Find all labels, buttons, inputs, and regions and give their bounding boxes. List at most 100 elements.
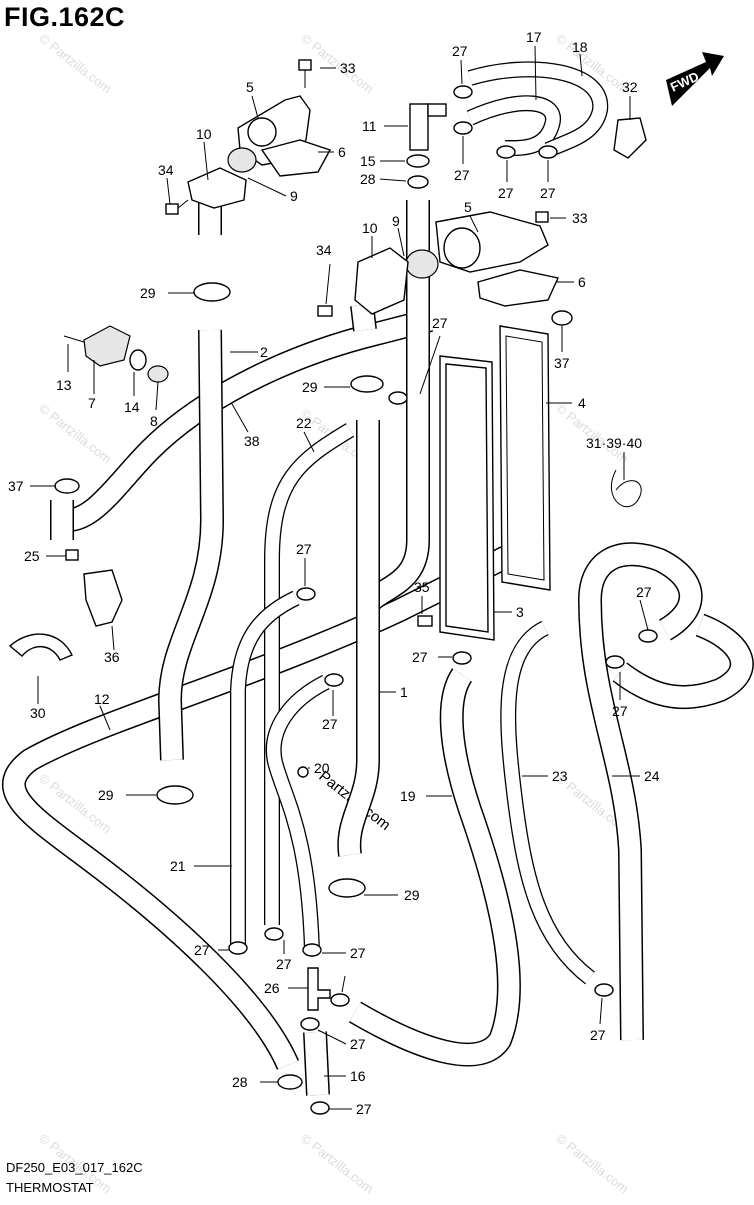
callout: 37 [8, 478, 24, 494]
watermark: © Partzilla.com [36, 401, 114, 467]
clamp-27 [453, 121, 473, 135]
callout: 27 [540, 185, 556, 201]
thermostat-upper [227, 147, 257, 173]
clamp-37 [551, 310, 573, 326]
joint-26 [307, 967, 331, 1011]
callout: 11 [362, 118, 377, 134]
callout: 27 [432, 315, 448, 331]
callout: 27 [498, 185, 514, 201]
bolt-35 [417, 615, 433, 627]
callout: 24 [644, 768, 660, 784]
callout: 32 [622, 79, 638, 95]
watermarks: © Partzilla.com © Partzilla.com © Partzi… [36, 31, 631, 1197]
o-ring-14 [129, 349, 147, 371]
part-8 [147, 365, 169, 383]
callout: 27 [452, 43, 468, 59]
callout: 27 [412, 649, 428, 665]
callout: 19 [400, 788, 416, 804]
callout: 27 [296, 541, 312, 557]
callout: 18 [572, 39, 588, 55]
callout: 27 [194, 942, 210, 958]
clip-30 [8, 633, 73, 661]
callout: 16 [350, 1068, 366, 1084]
callout: 33 [340, 60, 356, 76]
gasket-lower [477, 269, 559, 307]
clamp-27 [228, 941, 248, 955]
watermark: © Partzilla.com [553, 401, 631, 467]
callout: 6 [578, 274, 586, 290]
callout: 10 [362, 220, 378, 236]
thermostat-housing-lower [354, 247, 409, 315]
clamp-27 [324, 673, 344, 687]
clamp-37 [54, 478, 80, 494]
figure-title: FIG.162C [4, 2, 126, 32]
clamp-27 [302, 943, 322, 957]
callout: 27 [356, 1101, 372, 1117]
watermark: © Partzilla.com [553, 1131, 631, 1197]
clamp-27 [310, 1101, 330, 1115]
callout: 5 [464, 199, 472, 215]
parts [8, 59, 647, 1011]
clamp-27 [296, 587, 316, 601]
callout: 7 [88, 395, 96, 411]
bolt-33-lower [535, 211, 549, 223]
callout: 12 [94, 691, 110, 707]
callout: 37 [554, 355, 570, 371]
callout: 30 [30, 705, 46, 721]
clamp-27 [538, 145, 558, 159]
clamp-29 [350, 375, 384, 393]
clamp-29 [156, 785, 194, 805]
callout: 22 [296, 415, 312, 431]
callout: 27 [350, 945, 366, 961]
clamp-27 [594, 983, 614, 997]
clamp-27 [453, 85, 473, 99]
part-7 [83, 325, 131, 367]
forward-arrow-icon: FWD [666, 52, 724, 106]
callout: 17 [526, 29, 542, 45]
callout: 38 [244, 433, 260, 449]
washer-15 [406, 154, 430, 168]
clamp-28 [277, 1074, 303, 1090]
bracket-36 [83, 569, 123, 627]
clamps [54, 85, 658, 1115]
callout: 14 [124, 399, 140, 415]
callout: 27 [590, 1027, 606, 1043]
clamp-29 [328, 878, 366, 898]
clamp-27 [638, 629, 658, 643]
callout: 27 [350, 1036, 366, 1052]
callout: 23 [552, 768, 568, 784]
callout: 29 [98, 787, 114, 803]
figure-code: DF250_E03_017_162C [6, 1160, 143, 1175]
callout: 15 [360, 153, 376, 169]
callout: 29 [140, 285, 156, 301]
clamp-27 [605, 655, 625, 669]
clip-31 [610, 469, 642, 508]
callout: 1 [400, 684, 408, 700]
callout: 27 [454, 167, 470, 183]
callout: 6 [338, 144, 346, 160]
callout: 29 [404, 887, 420, 903]
gasket-upper [260, 139, 332, 177]
clip-32 [613, 117, 647, 159]
callout: 10 [196, 126, 212, 142]
callout: 9 [392, 213, 400, 229]
figure-name: THERMOSTAT [6, 1180, 94, 1195]
callout: 20 [314, 760, 330, 776]
bolt-25 [65, 549, 79, 561]
clamp-27 [264, 927, 284, 941]
hoses [2, 61, 754, 1096]
bolt-34-lower [317, 305, 333, 317]
clamp-29 [193, 282, 231, 302]
clamp-27 [300, 1017, 320, 1031]
leader-lines [30, 45, 649, 1110]
clamp-27 [452, 651, 472, 665]
bolt-34-upper [165, 203, 179, 215]
callout: 31·39·40 [586, 435, 642, 451]
callout: 29 [302, 379, 318, 395]
callout: 27 [612, 703, 628, 719]
callout: 21 [170, 858, 186, 874]
callout: 26 [264, 980, 280, 996]
callout: 36 [104, 649, 120, 665]
